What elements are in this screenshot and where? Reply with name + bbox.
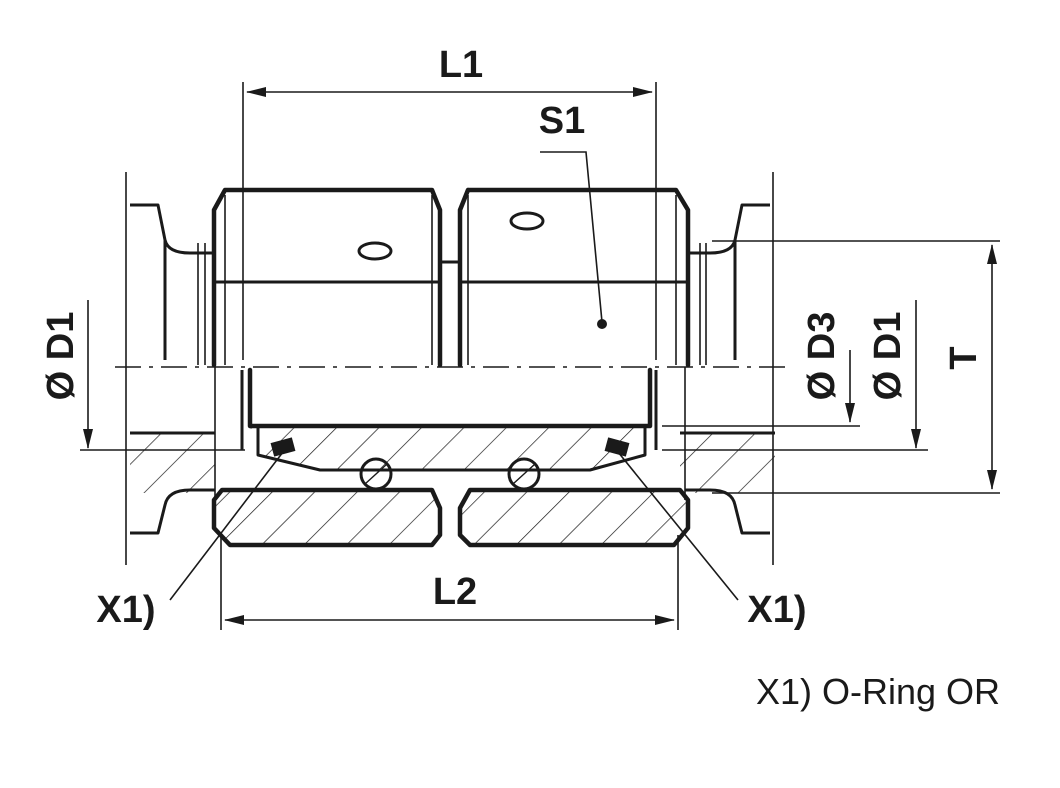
dimension-t — [712, 240, 1000, 494]
label-x1-right: X1) — [747, 589, 806, 631]
label-l1: L1 — [439, 44, 483, 86]
body-section — [240, 367, 658, 472]
left-nut-section — [211, 487, 443, 548]
dimension-d1-left — [80, 300, 245, 451]
label-s1: S1 — [539, 100, 585, 142]
label-x1-left: X1) — [96, 589, 155, 631]
right-nut — [457, 187, 691, 368]
legend-note: X1) O-Ring OR — [756, 671, 1000, 712]
left-nut — [211, 187, 443, 368]
right-tube-upper — [688, 172, 774, 565]
label-t: T — [943, 346, 985, 369]
x1-leader-left — [169, 451, 284, 601]
dimension-l1 — [242, 82, 657, 360]
label-l2: L2 — [433, 571, 477, 613]
right-nut-section — [457, 487, 691, 548]
left-tube-upper — [125, 172, 212, 565]
label-d1-right: Ø D1 — [867, 312, 909, 401]
left-tube-wall-section — [130, 367, 216, 535]
right-tube-wall-section — [680, 367, 775, 535]
center-body-upper — [439, 260, 461, 365]
s1-leader — [540, 151, 607, 329]
dimension-d3 — [662, 350, 860, 427]
dimension-l2 — [220, 535, 679, 630]
label-d3: Ø D3 — [801, 312, 843, 401]
label-d1-left: Ø D1 — [40, 312, 82, 401]
x1-leader-right — [617, 451, 739, 601]
dimension-d1-right — [662, 300, 928, 451]
